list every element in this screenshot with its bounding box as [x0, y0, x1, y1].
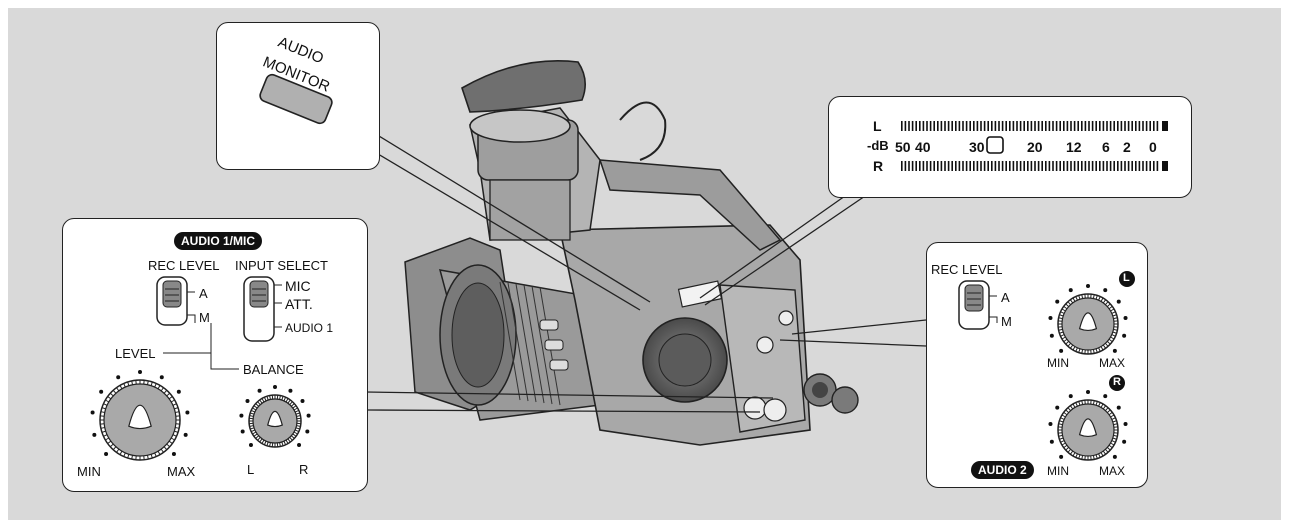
level-meter-callout: L -dB R 50 40 30 20 12 6 2 0: [828, 96, 1192, 198]
audio1-att: ATT.: [285, 297, 313, 311]
meter-scale-50: 50: [895, 140, 911, 154]
audio2-r-min: MIN: [1047, 465, 1069, 477]
audio2-r-max: MAX: [1099, 465, 1125, 477]
audio1-level-max: MAX: [167, 465, 195, 478]
audio1-balance-label: BALANCE: [243, 363, 304, 376]
audio2-l-min: MIN: [1047, 357, 1069, 369]
audio1-rec-m: M: [199, 311, 210, 324]
audio1-level-min: MIN: [77, 465, 101, 478]
meter-scale-2: 2: [1123, 140, 1131, 154]
audio2-r-knob-icon[interactable]: [1043, 385, 1133, 475]
audio2-rec-a: A: [1001, 291, 1010, 304]
level-knob-icon[interactable]: [85, 365, 195, 475]
audio1-balance-l: L: [247, 463, 254, 476]
meter-scale-20: 20: [1027, 140, 1043, 154]
audio-monitor-callout: AUDIO MONITOR: [216, 22, 380, 170]
meter-scale-6: 6: [1102, 140, 1110, 154]
audio1-balance-r: R: [299, 463, 308, 476]
audio1-mic: MIC: [285, 279, 311, 293]
audio1-callout: AUDIO 1/MIC REC LEVEL INPUT SELECT A M M…: [62, 218, 368, 492]
level-meter-icon: [829, 97, 1193, 199]
audio1-level-label: LEVEL: [115, 347, 155, 360]
audio1-audio1-option: AUDIO 1: [285, 322, 333, 334]
audio2-callout: REC LEVEL L R A M MIN MAX AUDIO 2 MIN MA…: [926, 242, 1148, 488]
meter-scale-40: 40: [915, 140, 931, 154]
audio2-badge: AUDIO 2: [971, 461, 1034, 479]
meter-scale-12: 12: [1066, 140, 1082, 154]
audio2-l-max: MAX: [1099, 357, 1125, 369]
audio1-rec-a: A: [199, 287, 208, 300]
meter-scale-0: 0: [1149, 140, 1157, 154]
meter-scale-30: 30: [969, 140, 985, 154]
balance-knob-icon[interactable]: [235, 381, 315, 461]
audio2-rec-m: M: [1001, 315, 1012, 328]
